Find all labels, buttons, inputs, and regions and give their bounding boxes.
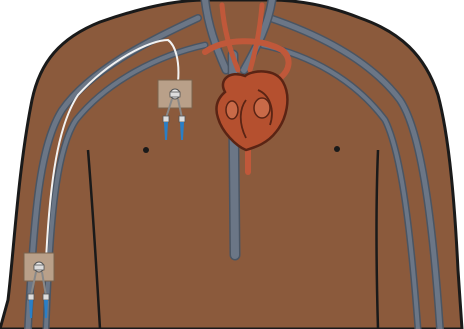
right-nipple bbox=[334, 146, 340, 152]
left-nipple bbox=[143, 147, 149, 153]
